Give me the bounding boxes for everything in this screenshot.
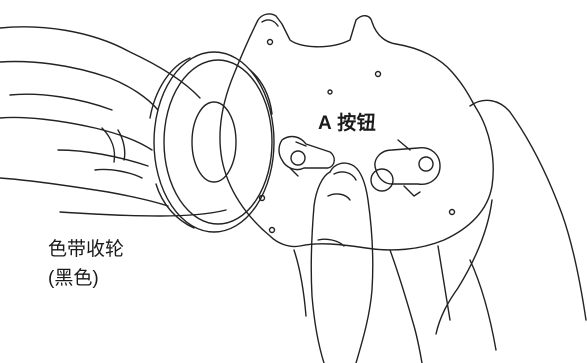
left-hand	[0, 26, 227, 217]
button-a-label: A 按钮	[318, 113, 377, 134]
right-hand	[293, 99, 587, 363]
ribbon-cassette	[219, 13, 494, 251]
take-up-reel-color-note: (黑色)	[48, 268, 99, 289]
take-up-reel-name: 色带收轮	[48, 239, 125, 260]
take-up-reel-drawing	[149, 51, 275, 233]
take-up-reel-label: 色带收轮 (黑色)	[48, 235, 124, 293]
